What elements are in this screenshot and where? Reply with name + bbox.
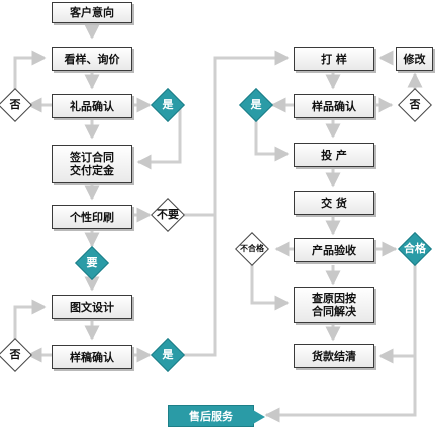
sampling-box: 打 样 (294, 47, 374, 71)
sign-contract-box: 签订合同 交付定金 (52, 145, 132, 183)
after-sales-service: 售后服务 (168, 405, 265, 427)
decision-yes-right-label: 是 (250, 98, 262, 111)
customer-intent-box: 客户意向 (52, 2, 132, 23)
personalized-print-box: 个性印刷 (52, 205, 132, 229)
sample-confirm-box: 样品确认 (294, 94, 374, 118)
decision-no-need-label: 不要 (157, 208, 179, 221)
decision-yes-2-label: 是 (162, 348, 174, 361)
decision-no-left-1-label: 否 (9, 98, 21, 111)
decision-pass-label: 合格 (404, 242, 426, 255)
graphic-design-box: 图文设计 (52, 295, 132, 319)
delivery-box: 交 货 (294, 191, 374, 215)
modify-box: 修改 (396, 47, 433, 71)
decision-no-right-label: 否 (409, 98, 421, 111)
production-box: 投 产 (294, 143, 374, 167)
view-inquire-box: 看样、询价 (52, 47, 132, 71)
decision-need-label: 要 (86, 256, 98, 269)
investigate-box: 查原因按 合同解决 (294, 287, 374, 323)
decision-fail-label: 不合格 (240, 244, 264, 253)
gift-confirm-box: 礼品确认 (52, 94, 132, 118)
product-inspection-box: 产品验收 (294, 238, 374, 262)
payment-box: 货款结清 (294, 344, 374, 368)
decision-yes-1-label: 是 (162, 98, 174, 111)
decision-no-left-2-label: 否 (9, 348, 21, 361)
draft-confirm-box: 样稿确认 (52, 345, 132, 369)
